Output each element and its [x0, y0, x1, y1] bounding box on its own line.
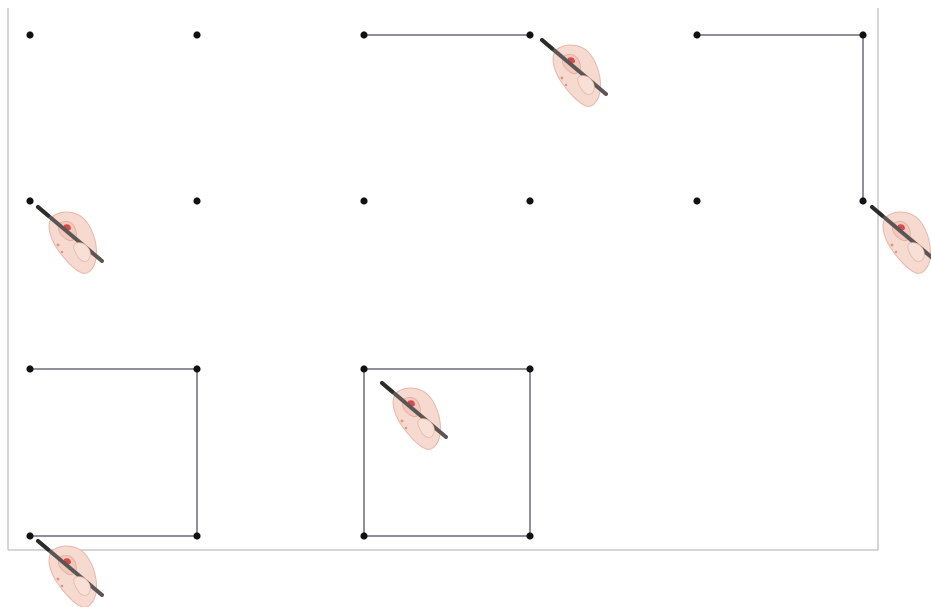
panel-2-dot-bottom-right [526, 197, 533, 204]
panel-5-dot-top-left [360, 365, 367, 372]
panel-4-dot-top-right [193, 365, 200, 372]
panel-4-dot-bottom-right [193, 532, 200, 539]
panel-3-dot-bottom-right [859, 197, 866, 204]
pencil-hand-icon [872, 207, 931, 273]
panel-5-dot-bottom-right [526, 532, 533, 539]
pencil-hand-icon [38, 541, 102, 607]
panel-1-dot-bottom-left [26, 197, 33, 204]
panel-2-dot-top-right [526, 31, 533, 38]
panel-2-dot-bottom-left [360, 197, 367, 204]
panel-5-dot-top-right [526, 365, 533, 372]
pencil-hand-icon [38, 207, 102, 273]
pencil-hand-icon [382, 383, 446, 449]
panel-1-dot-top-right [193, 31, 200, 38]
drawn-lines [30, 35, 863, 536]
grid-dots [26, 31, 866, 539]
pencil-hands [38, 40, 931, 607]
panel-1-dot-top-left [26, 31, 33, 38]
panel-5-dot-bottom-left [360, 532, 367, 539]
panel-1-dot-bottom-right [193, 197, 200, 204]
panel-3-dot-top-right [859, 31, 866, 38]
panel-3-dot-top-left [693, 31, 700, 38]
panel-4-dot-bottom-left [26, 532, 33, 539]
panel-3-dot-bottom-left [693, 197, 700, 204]
panel-4-dot-top-left [26, 365, 33, 372]
pencil-hand-icon [542, 40, 606, 106]
panel-2-dot-top-left [360, 31, 367, 38]
frame [8, 8, 878, 550]
